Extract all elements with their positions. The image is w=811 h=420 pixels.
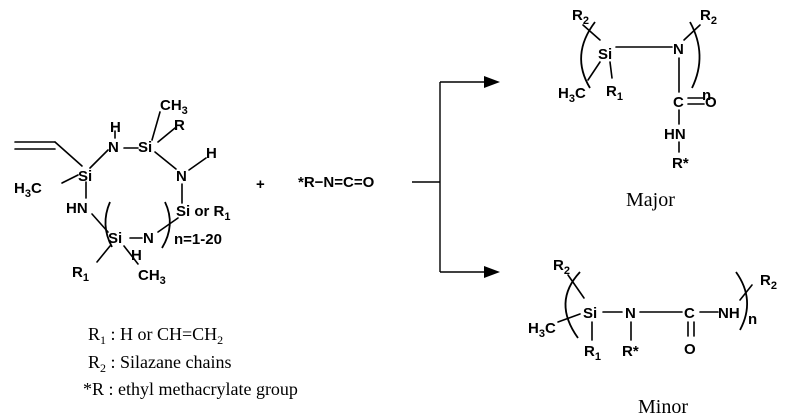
- ring-si-left: Si: [78, 168, 92, 185]
- bond-n-h-right: [188, 157, 207, 171]
- arrow-to-minor-head: [484, 266, 500, 278]
- ring-n-right: N: [176, 168, 187, 185]
- ring-nh-top-n: N: [108, 139, 119, 156]
- minor-bracket-right: [735, 271, 749, 331]
- legend-r2: R2 : Silazane chains: [88, 352, 231, 375]
- major-bond-si-r1: [609, 61, 613, 79]
- minor-c: C: [684, 305, 695, 322]
- ring-bond-si-nh: [89, 149, 109, 169]
- major-r1: R1: [606, 83, 623, 103]
- ring-ch3-top: CH3: [160, 97, 188, 117]
- plus-sign: +: [256, 176, 265, 193]
- minor-bond-r2-si: [567, 274, 585, 299]
- major-hn: HN: [664, 126, 686, 143]
- major-r2-right: R2: [700, 7, 717, 27]
- ring-h-right: H: [206, 145, 217, 162]
- major-si: Si: [598, 46, 612, 63]
- major-bond-si-h3c: [587, 61, 601, 81]
- ring-si-bottom: Si: [108, 230, 122, 247]
- minor-h3c: H3C: [528, 320, 556, 340]
- legend-r: *R : ethyl methacrylate group: [83, 379, 298, 399]
- minor-rstar: R*: [622, 343, 639, 360]
- minor-nh: NH: [718, 305, 740, 322]
- minor-product: R2 H3C Si N C NH n R2 R1 R* O Minor: [528, 257, 777, 418]
- vinyl-bond-3: [54, 141, 83, 167]
- cyclic-silazane-reactant: H N Si CH3 R N H Si H3C HN Si or R1 n=1-…: [14, 97, 230, 287]
- arrow-to-major-head: [484, 76, 500, 88]
- minor-o: O: [684, 341, 696, 358]
- major-product: R2 Si N R2 n H3C R1 C O HN R* Major: [558, 7, 717, 211]
- major-bracket-left: [580, 21, 596, 89]
- minor-bond-h3c-si: [557, 313, 581, 323]
- major-bond-n-r2: [683, 24, 701, 41]
- ring-bond-nh-si-right: [157, 217, 179, 233]
- minor-repeat-n: n: [748, 311, 757, 328]
- major-caption: Major: [626, 189, 675, 211]
- ring-si-right: Si or R1: [176, 203, 230, 223]
- major-n: N: [673, 41, 684, 58]
- bond-si-ch3-bottom: [123, 245, 139, 265]
- minor-n: N: [625, 305, 636, 322]
- major-r2-left: R2: [572, 7, 589, 27]
- major-bracket-right: [689, 21, 701, 89]
- ring-hn-left: HN: [66, 200, 88, 217]
- ring-bond-si-n: [154, 151, 177, 170]
- minor-bracket-left: [564, 271, 581, 339]
- ring-nh-bottom-n: N: [143, 230, 154, 247]
- ring-r1-bottom: R1: [72, 264, 89, 284]
- ring-ch3-bottom: CH3: [138, 267, 166, 287]
- minor-si: Si: [583, 305, 597, 322]
- bond-si-r-top: [157, 127, 176, 143]
- bond-si-r1-bottom: [96, 245, 111, 263]
- ring-r-top: R: [174, 117, 185, 134]
- major-h3c: H3C: [558, 85, 586, 105]
- ring-h3c-left: H3C: [14, 180, 42, 200]
- minor-r1: R1: [584, 343, 601, 363]
- ring-nh-top-h: H: [110, 119, 121, 136]
- minor-r2-left: R2: [553, 257, 570, 277]
- reaction-arrows: [412, 76, 500, 278]
- minor-r2-right: R2: [760, 272, 777, 292]
- repeat-bracket-right: [161, 201, 171, 249]
- major-bond-r2-si: [582, 24, 601, 41]
- ring-repeat-count: n=1-20: [174, 231, 222, 248]
- bond-si-ch3-top: [151, 111, 161, 141]
- bond-si-h3c-left: [61, 174, 79, 184]
- minor-caption: Minor: [638, 396, 688, 418]
- isocyanate-reactant: *R−N=C=O: [298, 174, 375, 191]
- ring-si-top: Si: [138, 139, 152, 156]
- ring-nh-bottom-h: H: [131, 247, 142, 264]
- substituent-legend: R1 : H or CH=CH2 R2 : Silazane chains *R…: [83, 324, 298, 399]
- major-rstar: R*: [672, 155, 689, 172]
- major-o: O: [705, 94, 717, 111]
- legend-r1: R1 : H or CH=CH2: [88, 324, 223, 347]
- repeat-bracket-left: [104, 201, 113, 248]
- minor-bond-nh-r2: [739, 284, 753, 301]
- major-c: C: [673, 94, 684, 111]
- major-repeat-n: n: [702, 87, 711, 104]
